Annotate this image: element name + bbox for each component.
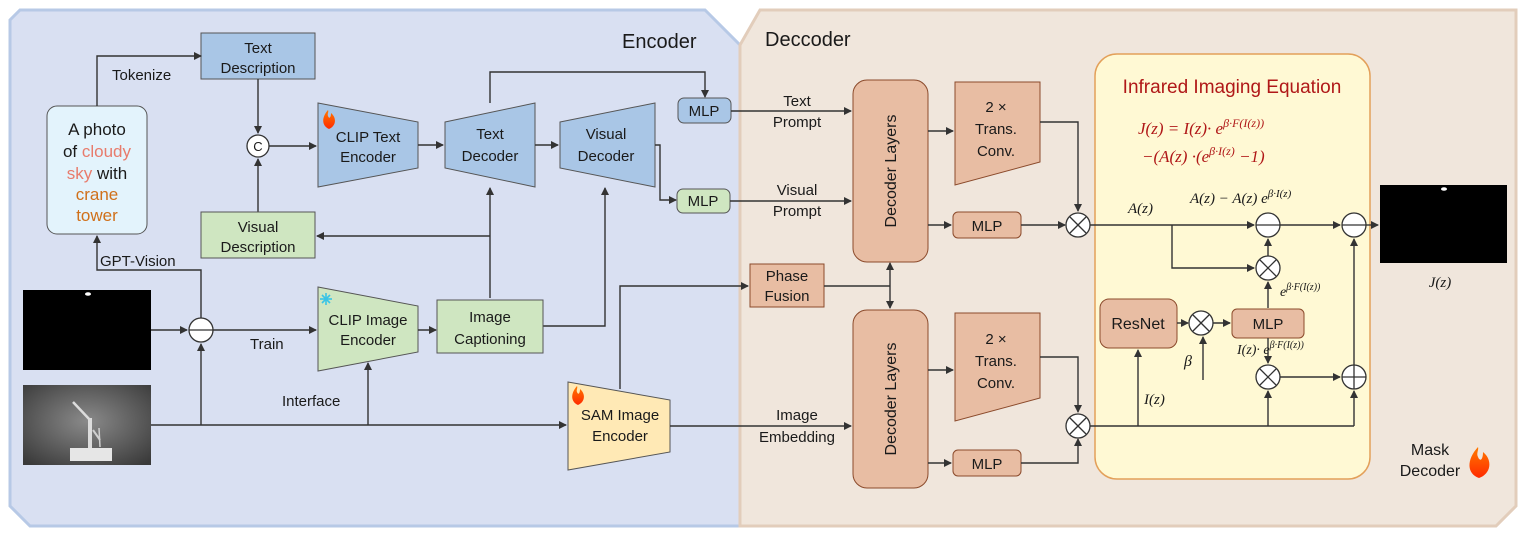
encoder-title: Encoder xyxy=(622,31,697,53)
photo-caption-line-1: A photo xyxy=(68,120,126,139)
mask-image-input xyxy=(23,290,151,370)
output-mask-image xyxy=(1380,185,1507,263)
text-prompt-label-2: Prompt xyxy=(773,114,822,131)
decoder-title: Deccoder xyxy=(765,29,851,51)
image-captioning-label-1: Image xyxy=(469,309,511,326)
encoder-panel xyxy=(8,8,742,528)
i-e-beta-f-label: I(z)· eβ·F(I(z)) xyxy=(1236,340,1304,358)
snowflake-icon xyxy=(320,293,332,305)
image-captioning-label-2: Captioning xyxy=(454,331,526,348)
photo-caption-line-5: tower xyxy=(76,206,118,225)
tokenize-label: Tokenize xyxy=(112,67,171,84)
image-captioning-box xyxy=(436,299,544,354)
text-decoder-label-2: Decoder xyxy=(462,148,519,165)
trans-conv-bottom-label-1: 2 × xyxy=(985,331,1006,348)
j-z-label: J(z) xyxy=(1429,275,1452,291)
sam-image-encoder-label-2: Encoder xyxy=(592,428,648,445)
phase-fusion-label-2: Fusion xyxy=(764,288,809,305)
visual-decoder xyxy=(559,102,656,188)
gpt-vision-label: GPT-Vision xyxy=(100,253,176,270)
photo-caption-line-4: crane xyxy=(76,185,119,204)
sam-image-encoder xyxy=(567,381,671,471)
a-minus-label: A(z) − A(z) eβ·I(z) xyxy=(1189,188,1292,207)
trans-conv-top-label-3: Conv. xyxy=(977,143,1015,160)
clip-image-encoder-label-2: Encoder xyxy=(340,332,396,349)
infrared-equation-panel xyxy=(1094,53,1371,480)
fire-icon-mask-decoder xyxy=(1469,447,1490,478)
beta-label: β xyxy=(1183,353,1192,370)
concat-symbol: C xyxy=(253,139,262,154)
visual-description-box xyxy=(200,211,316,259)
clip-image-encoder xyxy=(317,286,419,372)
trans-conv-bottom-label-2: Trans. xyxy=(975,353,1017,370)
text-decoder-label-1: Text xyxy=(476,126,504,143)
i-z-label: I(z) xyxy=(1143,392,1165,408)
visual-prompt-label-1: Visual xyxy=(777,182,818,199)
interface-label: Interface xyxy=(282,393,340,410)
image-embedding-label-1: Image xyxy=(776,407,818,424)
mask-decoder-label-2: Decoder xyxy=(1400,463,1461,480)
clip-text-encoder xyxy=(317,102,419,188)
infrared-image-input xyxy=(23,385,151,465)
photo-caption-line-2: of cloudy xyxy=(63,142,132,161)
text-description-label-2: Description xyxy=(220,60,295,77)
decoder-layers-top xyxy=(852,79,929,263)
a-z-label: A(z) xyxy=(1127,201,1153,217)
fire-icon-sam xyxy=(572,386,584,405)
trans-conv-top xyxy=(954,81,1041,186)
mlp-visual-label: MLP xyxy=(688,193,719,210)
trans-conv-bottom xyxy=(954,312,1041,422)
decoder-layers-bottom-label: Decoder Layers xyxy=(883,343,900,456)
decoder-layers-top-label: Decoder Layers xyxy=(883,115,900,228)
visual-description-label-2: Description xyxy=(220,239,295,256)
visual-decoder-label-2: Decoder xyxy=(578,148,635,165)
phase-fusion-label-1: Phase xyxy=(766,268,809,285)
decoder-layers-bottom xyxy=(852,309,929,489)
clip-text-encoder-label-2: Encoder xyxy=(340,149,396,166)
text-decoder xyxy=(444,102,536,188)
resnet-label: ResNet xyxy=(1111,316,1165,333)
mlp-equation-label: MLP xyxy=(1253,316,1284,333)
mask-decoder-label-1: Mask xyxy=(1411,442,1450,459)
equation-line-2: −(A(z) ·(eβ·I(z) −1) xyxy=(1142,144,1265,166)
mlp-text-label: MLP xyxy=(689,103,720,120)
trans-conv-top-label-1: 2 × xyxy=(985,99,1006,116)
clip-image-encoder-label-1: CLIP Image xyxy=(329,312,408,329)
visual-prompt-label-2: Prompt xyxy=(773,203,822,220)
text-description-label-1: Text xyxy=(244,40,272,57)
visual-decoder-label-1: Visual xyxy=(586,126,627,143)
image-embedding-label-2: Embedding xyxy=(759,429,835,446)
infrared-title: Infrared Imaging Equation xyxy=(1123,77,1342,98)
text-description-box xyxy=(200,32,316,80)
trans-conv-bottom-label-3: Conv. xyxy=(977,375,1015,392)
train-label: Train xyxy=(250,336,284,353)
equation-line-1: J(z) = I(z)· eβ·F(I(z)) xyxy=(1138,116,1264,138)
e-beta-f-label: eβ·F(I(z)) xyxy=(1280,282,1321,300)
fire-icon-clip-text xyxy=(323,110,335,129)
sam-image-encoder-label-1: SAM Image xyxy=(581,407,659,424)
trans-conv-top-label-2: Trans. xyxy=(975,121,1017,138)
mlp-decoder-top-label: MLP xyxy=(972,218,1003,235)
photo-caption-line-3: sky with xyxy=(67,164,127,183)
mlp-decoder-bottom-label: MLP xyxy=(972,456,1003,473)
clip-text-encoder-label-1: CLIP Text xyxy=(336,129,401,146)
visual-description-label-1: Visual xyxy=(238,219,279,236)
phase-fusion-box xyxy=(749,263,825,308)
text-prompt-label-1: Text xyxy=(783,93,811,110)
